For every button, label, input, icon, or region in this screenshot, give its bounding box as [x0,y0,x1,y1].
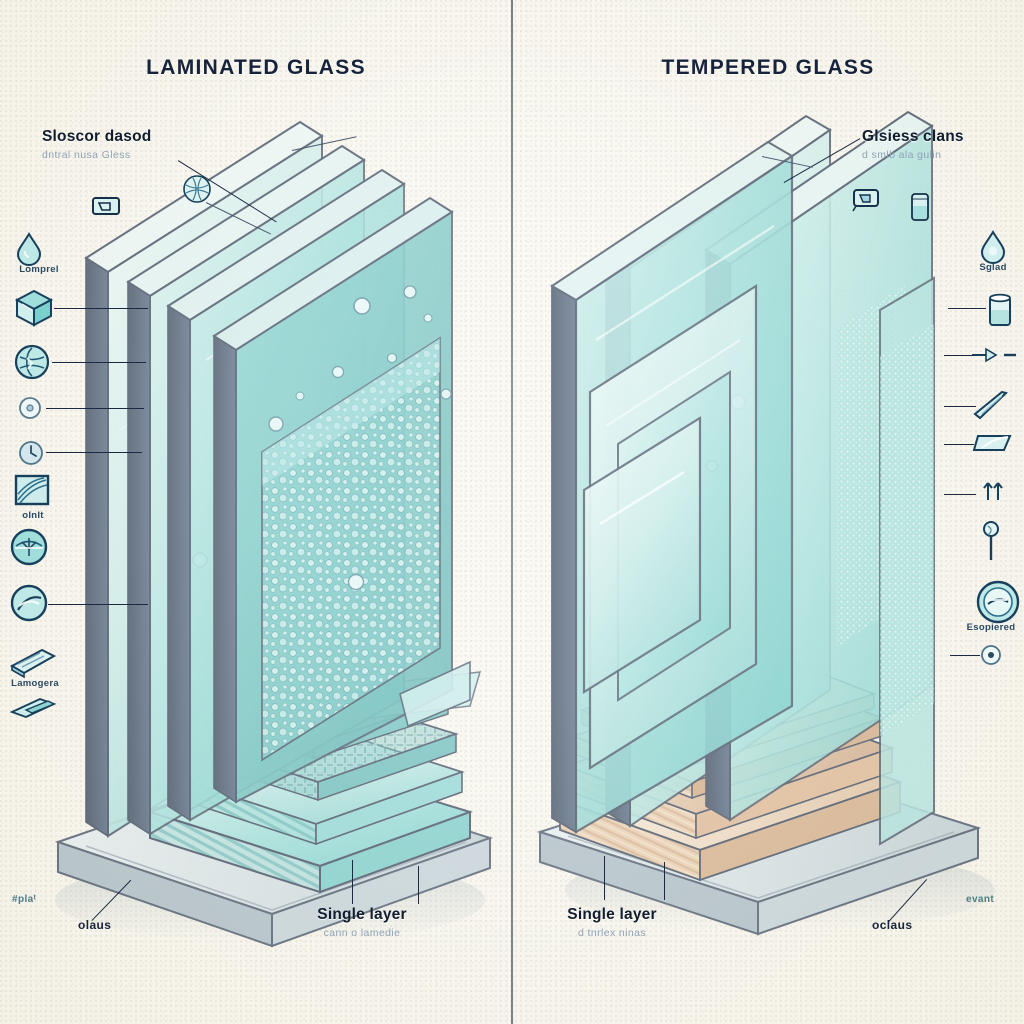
small-circle-icon[interactable] [18,396,42,420]
corner-label-tempered-base: oclaus [872,918,913,932]
leader-line-single-layer-right-b [664,862,666,900]
annotation-subtitle: dntral nusa Gless [42,149,131,161]
corner-label-laminated-base: olaus [78,918,112,932]
annotation-subtitle: d smlb ala gulin [862,149,942,161]
panel-laminated: LAMINATED GLASS [146,56,366,79]
annotation-subtitle: d tnrlex ninas [577,927,647,939]
droplet-icon[interactable] [14,232,44,266]
label-tag-icon [92,196,120,216]
mesh-ball-icon [182,174,212,204]
clock-icon[interactable] [18,440,44,466]
panel-divider [511,0,513,1024]
leader-line-chip [944,444,974,446]
annotation-tempered-bottom: Single layer d tnrlex ninas [512,906,712,939]
leader-line-clock [46,452,142,454]
leader-line-cube [54,308,148,310]
icon-label-hatched: oInIt [22,510,44,521]
annotation-title: Sloscor dasod [42,128,152,145]
annotation-title: Single layer [317,906,407,923]
shard-icon[interactable] [972,390,1012,424]
icon-label-tempered: Esopiered [966,622,1016,633]
annotation-tempered-top: Glsiess clans d smlb ala gulin [862,128,964,161]
panel-tempered: TEMPERED GLASS [512,0,1024,1024]
impact-disc-icon[interactable] [976,580,1020,624]
impact-circle-icon[interactable] [10,528,48,566]
beaker-icon [908,190,932,224]
leader-line-single-layer-left-b [418,866,420,904]
annotation-title: Single layer [567,906,657,923]
cylinder-icon[interactable] [986,292,1014,330]
icon-label-droplet-right: Sglad [979,262,1007,273]
annotation-laminated-bottom: Single layer cann o lamedie [262,906,462,939]
corner-label-tempered-right: evant [966,894,995,905]
label-tag-icon [852,186,882,212]
leader-line-small-circle [46,408,144,410]
annotation-subtitle: cann o lamedie [323,927,401,939]
dot-circle-icon[interactable] [980,644,1002,666]
icon-label-laminate: Lamogera [11,678,59,689]
panel-title-tempered: TEMPERED GLASS [661,56,875,79]
leader-line-shard [944,406,976,408]
panel-title-laminated: LAMINATED GLASS [146,56,366,79]
leader-line-cylinder [948,308,986,310]
glass-pane-icon[interactable] [8,646,58,679]
leader-line-arrows-up [944,494,976,496]
globe-shatter-icon[interactable] [14,344,50,380]
hatched-square-icon[interactable] [14,474,50,506]
cube-layers-icon[interactable] [14,288,54,328]
leader-line-single-layer-left-a [352,860,354,904]
leader-line-arrow [944,355,974,357]
arrows-up-icon[interactable] [980,478,1006,502]
arrow-marker-icon[interactable] [970,346,1018,364]
curve-circle-icon[interactable] [10,584,48,622]
leader-line-single-layer-right-a [604,856,606,900]
thin-pane-icon[interactable] [8,696,58,722]
annotation-laminated-top: Sloscor dasod dntral nusa Gless [42,128,151,161]
leader-line-globe [52,362,146,364]
pin-tool-icon[interactable] [980,520,1004,564]
icon-label-droplet: Lomprel [19,264,59,275]
pane-chip-icon[interactable] [972,430,1016,456]
leader-line-dot-circle [950,655,980,657]
annotation-title: Glsiess clans [862,128,964,145]
leader-line-curve [48,604,148,606]
droplet-icon[interactable] [978,230,1008,264]
corner-label-laminated-left: #plaᵗ [12,894,37,905]
